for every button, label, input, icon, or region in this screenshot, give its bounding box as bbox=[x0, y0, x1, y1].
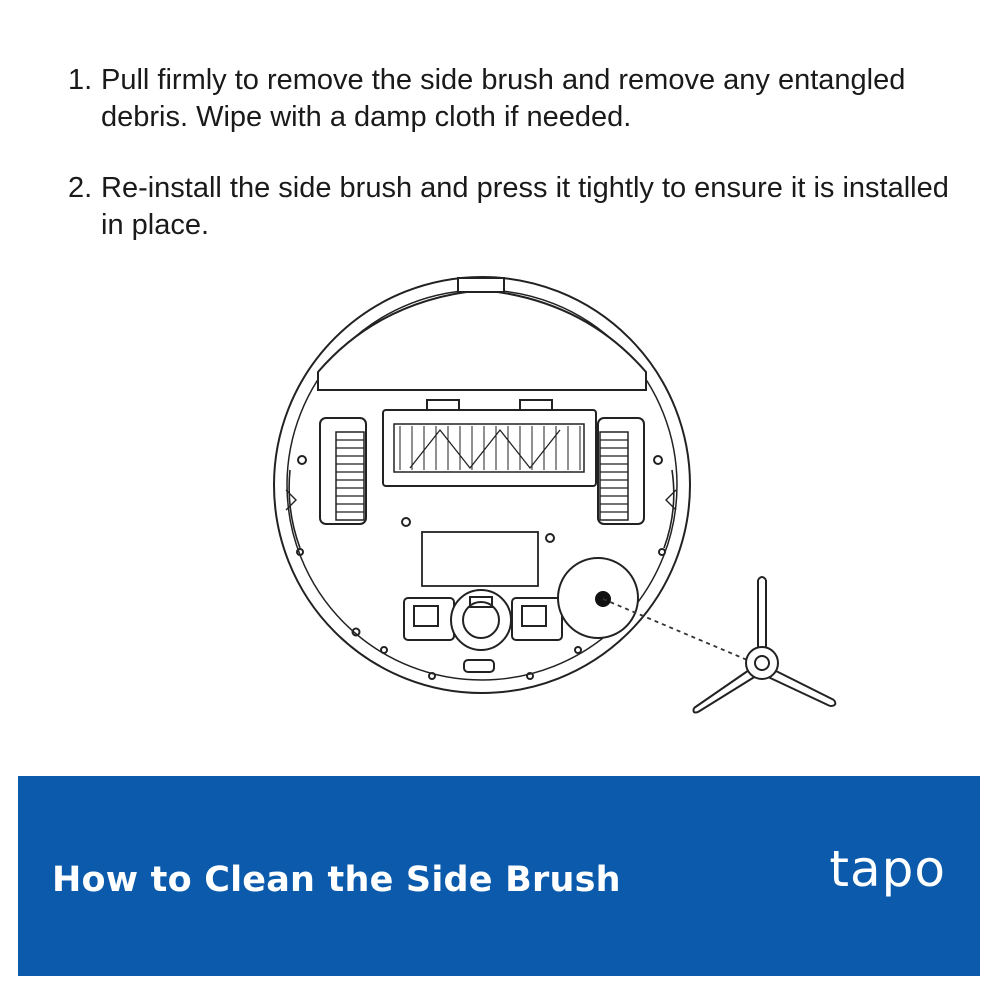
robot-body-outline bbox=[273, 276, 691, 694]
banner-title: How to Clean the Side Brush bbox=[52, 860, 621, 900]
robot-inner-rim bbox=[286, 289, 678, 681]
main-brush-housing bbox=[382, 409, 597, 487]
side-brush-attach-point bbox=[595, 591, 611, 607]
tapo-logo: tapo bbox=[829, 840, 946, 898]
instruction-steps: 1. Pull firmly to remove the side brush … bbox=[68, 62, 968, 278]
right-wheel-bay bbox=[597, 417, 645, 525]
footer-banner: How to Clean the Side Brush tapo bbox=[18, 776, 980, 976]
step-1: 1. Pull firmly to remove the side brush … bbox=[68, 62, 968, 136]
step-2-number: 2. bbox=[68, 172, 93, 204]
battery-cover bbox=[421, 531, 539, 587]
right-wheel bbox=[599, 431, 629, 521]
step-1-text: Pull firmly to remove the side brush and… bbox=[101, 64, 906, 133]
caster-housing-right bbox=[511, 597, 563, 641]
side-brush-icon bbox=[692, 576, 837, 714]
bumper-notch bbox=[457, 277, 505, 293]
bumper-cover bbox=[317, 288, 647, 391]
charging-contact bbox=[463, 659, 495, 673]
step-2-text: Re-install the side brush and press it t… bbox=[101, 172, 949, 241]
leader-line bbox=[602, 598, 753, 663]
main-brush bbox=[393, 423, 585, 473]
left-wheel-bay bbox=[319, 417, 367, 525]
step-2: 2. Re-install the side brush and press i… bbox=[68, 170, 968, 244]
step-1-number: 1. bbox=[68, 64, 93, 96]
caster-housing-left bbox=[403, 597, 455, 641]
side-brush-mount bbox=[557, 557, 639, 639]
front-caster-wheel bbox=[450, 589, 512, 651]
left-wheel bbox=[335, 431, 365, 521]
